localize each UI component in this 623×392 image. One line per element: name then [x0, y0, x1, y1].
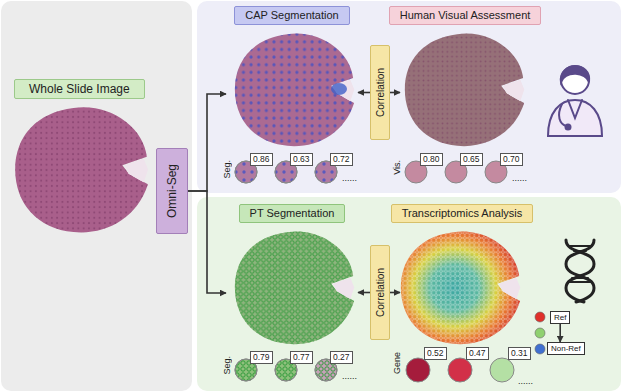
score-value: 0.86 — [250, 153, 273, 166]
ref-dot — [535, 344, 545, 354]
connector-arrow — [188, 94, 226, 191]
gene-spot — [406, 358, 430, 382]
score-value: 0.52 — [424, 347, 447, 360]
connector-arrow — [188, 191, 226, 293]
dna-rungs — [569, 246, 591, 282]
tissue-texture — [405, 34, 524, 147]
dna-strand — [566, 240, 594, 302]
doctor-head — [561, 66, 589, 94]
spot-grid — [401, 232, 520, 345]
connector-arrow — [358, 92, 370, 94]
score-value: 0.77 — [290, 351, 313, 364]
gene-spot — [490, 358, 514, 382]
stethoscope — [559, 104, 566, 126]
row-label: Seg. — [222, 356, 232, 375]
score-value: 0.27 — [330, 351, 353, 364]
cap-mask — [235, 34, 354, 147]
node-text: Non-Ref — [551, 344, 581, 353]
kidney-slide — [235, 34, 354, 147]
pt-mask — [235, 232, 354, 345]
row-label: Seg. — [222, 160, 232, 179]
reference-dots — [535, 312, 545, 354]
ellipsis: ...... — [512, 173, 527, 183]
reference-tag: Non-Ref — [547, 342, 585, 355]
reference-tag: Ref — [550, 311, 570, 324]
kidney-slide — [235, 232, 354, 345]
doctor-collar — [568, 100, 582, 118]
ref-dot — [535, 328, 545, 338]
node-text: Ref — [554, 313, 566, 322]
cap-mask — [331, 83, 347, 95]
dna-icon — [566, 240, 594, 302]
score-value: 0.79 — [250, 351, 273, 364]
doctor-hair — [561, 66, 589, 82]
score-value: 0.31 — [508, 347, 531, 360]
score-value: 0.70 — [500, 153, 523, 166]
gene-map — [401, 232, 520, 345]
score-value: 0.72 — [330, 153, 353, 166]
connector-arrow — [358, 292, 370, 294]
score-value: 0.63 — [290, 153, 313, 166]
ref-dot — [535, 312, 545, 322]
node-text: Whole Slide Image — [29, 82, 130, 96]
score-value: 0.80 — [420, 153, 443, 166]
row-label: Vis. — [392, 160, 402, 175]
gene-spots — [406, 358, 514, 382]
tissue-texture — [15, 107, 148, 232]
ellipsis: ...... — [342, 371, 357, 381]
ellipsis: ...... — [518, 376, 533, 386]
connector-arrow — [559, 324, 561, 342]
node-text: Omni-Seg — [165, 164, 179, 218]
score-value: 0.47 — [466, 347, 489, 360]
cap-panel — [197, 1, 621, 193]
node-text: Correlation — [375, 268, 386, 317]
pt-panel — [197, 197, 621, 391]
correlation-box: Correlation — [370, 45, 390, 140]
model-box: Omni-Seg — [156, 148, 188, 234]
row-label: Gene — [392, 352, 402, 374]
input-label: Whole Slide Image — [14, 79, 145, 99]
correlation-box: Correlation — [370, 245, 390, 340]
panel-heading: CAP Segmentation — [234, 6, 349, 25]
connector-arrow — [390, 92, 400, 94]
panel-heading: Transcriptomics Analysis — [391, 204, 534, 223]
panel-heading: PT Segmentation — [239, 204, 346, 223]
connector-arrow — [390, 292, 400, 294]
doctor-icon — [548, 66, 602, 136]
panel-heading: Human Visual Assessment — [389, 6, 542, 25]
stethoscope — [566, 125, 571, 130]
kidney-slide — [405, 34, 524, 147]
node-text: Correlation — [375, 68, 386, 117]
gene-spot — [448, 358, 472, 382]
kidney-slide — [15, 107, 148, 232]
input-panel — [1, 1, 192, 391]
score-value: 0.65 — [460, 153, 483, 166]
transcriptomics-panel: Transcriptomics Analysis — [400, 204, 524, 382]
ellipsis: ...... — [342, 173, 357, 183]
dna-strand — [566, 240, 594, 302]
doctor-body — [548, 100, 602, 136]
